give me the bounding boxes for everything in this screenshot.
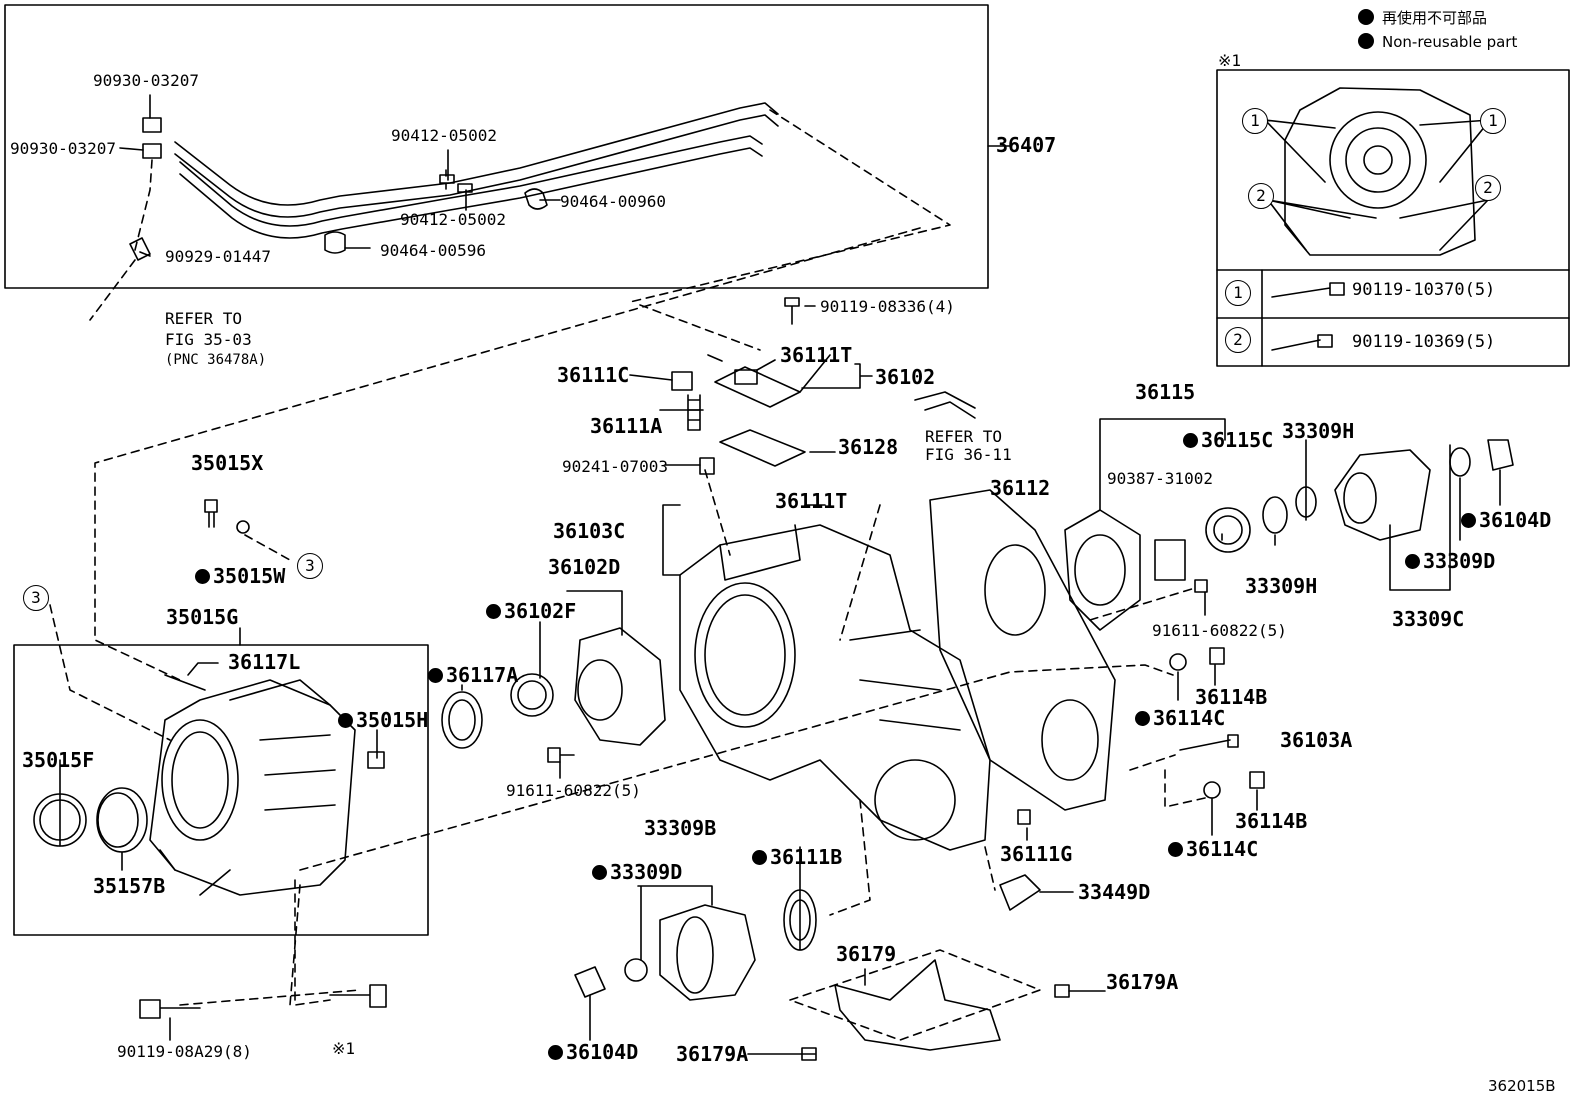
part-33309H-b[interactable]: 33309H — [1245, 574, 1318, 598]
part-36111B[interactable]: 36111B — [752, 846, 842, 868]
inset-row-2-part[interactable]: 90119-10369(5) — [1352, 332, 1496, 352]
non-reusable-dot-icon — [1358, 33, 1374, 49]
part-36111T-a[interactable]: 36111T — [780, 343, 853, 367]
part-36407[interactable]: 36407 — [996, 133, 1057, 157]
part-33449D[interactable]: 33449D — [1078, 880, 1151, 904]
part-36115[interactable]: 36115 — [1135, 380, 1196, 404]
part-33309D-a[interactable]: 33309D — [1405, 550, 1495, 572]
part-90412-05002-a[interactable]: 90412-05002 — [391, 126, 497, 145]
part-36179A-b[interactable]: 36179A — [676, 1042, 749, 1066]
transfer-case — [679, 524, 991, 851]
part-36128[interactable]: 36128 — [838, 435, 899, 459]
part-35015G[interactable]: 35015G — [166, 605, 239, 629]
part-90464-00960[interactable]: 90464-00960 — [560, 192, 666, 211]
part-35015F[interactable]: 35015F — [22, 748, 95, 772]
guide-lines — [49, 109, 1206, 1041]
part-33309H-a[interactable]: 33309H — [1282, 419, 1355, 443]
inset-row-1-part[interactable]: 90119-10370(5) — [1352, 280, 1496, 300]
refer-note-35-line1: REFER TO — [165, 309, 243, 328]
part-36112[interactable]: 36112 — [990, 476, 1051, 500]
part-36102F[interactable]: 36102F — [486, 600, 576, 622]
part-36111T-b[interactable]: 36111T — [775, 489, 848, 513]
part-36114B-a[interactable]: 36114B — [1195, 685, 1268, 709]
part-36103A[interactable]: 36103A — [1280, 728, 1353, 752]
part-36179A-a[interactable]: 36179A — [1106, 970, 1179, 994]
part-36102D[interactable]: 36102D — [548, 555, 621, 579]
inset-mark: ※1 — [1218, 51, 1242, 70]
part-33309D-b[interactable]: 33309D — [592, 861, 682, 883]
part-90119-08336[interactable]: 90119-08336(4) — [820, 297, 955, 316]
part-35015X[interactable]: 35015X — [191, 451, 264, 475]
callout-3-left: 3 — [23, 585, 49, 611]
non-reusable-dot-icon — [1358, 9, 1374, 25]
inset-row-2-num: 2 — [1225, 327, 1251, 353]
part-90464-00596[interactable]: 90464-00596 — [380, 241, 486, 260]
legend-jp: 再使用不可部品 — [1358, 6, 1517, 30]
part-36111A[interactable]: 36111A — [590, 414, 663, 438]
part-36117A[interactable]: 36117A — [428, 664, 518, 686]
tube-group-frame — [4, 4, 989, 289]
part-90412-05002-b[interactable]: 90412-05002 — [400, 210, 506, 229]
refer-note-35-line2[interactable]: FIG 35-03 — [165, 330, 252, 349]
extension-housing — [149, 679, 356, 896]
part-36114C-a[interactable]: 36114C — [1135, 707, 1225, 729]
inset-callout-1-left: 1 — [1242, 108, 1268, 134]
part-36102[interactable]: 36102 — [875, 365, 936, 389]
part-36179[interactable]: 36179 — [836, 942, 897, 966]
legend-jp-text: 再使用不可部品 — [1382, 9, 1488, 27]
part-90387-31002[interactable]: 90387-31002 — [1107, 469, 1213, 488]
part-91611-60822-a[interactable]: 91611-60822(5) — [506, 781, 641, 800]
inset-callout-1-right: 1 — [1480, 108, 1506, 134]
callout-3-right: 3 — [297, 553, 323, 579]
rear-cover — [929, 489, 1116, 811]
part-91611-60822-b[interactable]: 91611-60822(5) — [1152, 621, 1287, 640]
front-retainer — [441, 627, 666, 763]
diagram-code: 362015B — [1488, 1077, 1556, 1095]
part-33309B[interactable]: 33309B — [644, 816, 717, 840]
refer-note-36-line2[interactable]: FIG 36-11 — [925, 445, 1012, 464]
part-36104D-a[interactable]: 36104D — [1461, 509, 1551, 531]
part-33309C[interactable]: 33309C — [1392, 607, 1465, 631]
part-36104D-b[interactable]: 36104D — [548, 1041, 638, 1063]
inset-row-1-num: 1 — [1225, 280, 1251, 306]
part-36117L[interactable]: 36117L — [228, 650, 301, 674]
part-36103C[interactable]: 36103C — [553, 519, 626, 543]
part-90119-08A29[interactable]: 90119-08A29(8) — [117, 1042, 252, 1061]
part-90241-07003[interactable]: 90241-07003 — [562, 457, 668, 476]
extension-housing-frame — [13, 644, 429, 936]
part-35015W[interactable]: 35015W — [195, 565, 285, 587]
part-36111G[interactable]: 36111G — [1000, 842, 1073, 866]
inset-callout-2-right: 2 — [1475, 175, 1501, 201]
part-90929-01447[interactable]: 90929-01447 — [165, 247, 271, 266]
legend: 再使用不可部品 Non-reusable part — [1358, 6, 1517, 54]
breather-tubes — [129, 102, 779, 261]
part-36115C[interactable]: 36115C — [1183, 429, 1273, 451]
inset-callout-2-left: 2 — [1248, 183, 1274, 209]
legend-en-text: Non-reusable part — [1382, 33, 1518, 51]
part-90930-03207-a[interactable]: 90930-03207 — [93, 71, 199, 90]
part-35015H[interactable]: 35015H — [338, 709, 428, 731]
refer-note-36-line1: REFER TO — [925, 427, 1003, 446]
part-35157B[interactable]: 35157B — [93, 874, 166, 898]
part-36111C[interactable]: 36111C — [557, 363, 630, 387]
ref-mark-1: ※1 — [332, 1039, 356, 1058]
part-36114C-b[interactable]: 36114C — [1168, 838, 1258, 860]
part-36114B-b[interactable]: 36114B — [1235, 809, 1308, 833]
legend-en: Non-reusable part — [1358, 30, 1517, 54]
bracket-lines — [59, 94, 1501, 1055]
inset-frame — [1216, 69, 1570, 367]
part-90930-03207-b[interactable]: 90930-03207 — [10, 139, 116, 158]
refer-note-35-line3: (PNC 36478A) — [165, 352, 267, 368]
front-output — [139, 889, 1070, 1061]
